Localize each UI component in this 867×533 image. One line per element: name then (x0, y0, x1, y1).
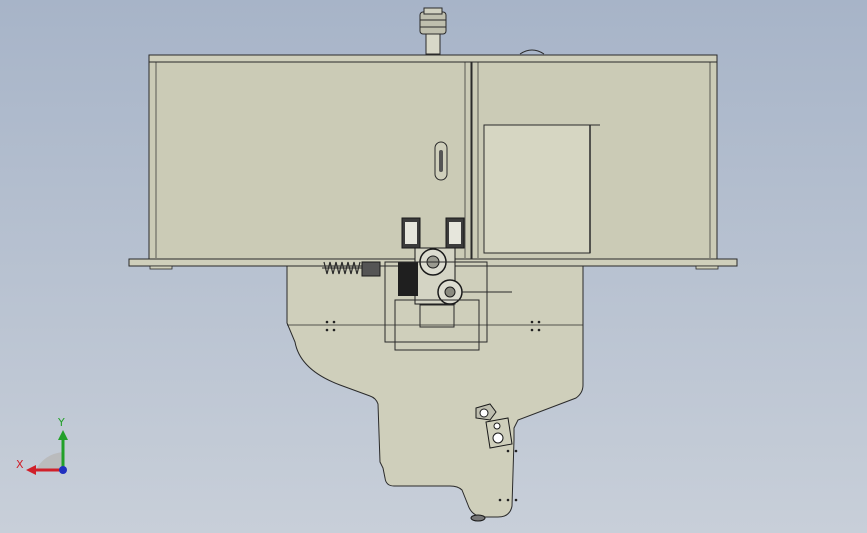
foot-left (149, 265, 173, 270)
triad-plane (36, 452, 63, 470)
mounting-bracket[interactable] (475, 403, 513, 449)
spring-assembly[interactable] (322, 261, 381, 277)
y-axis-label: Y (57, 416, 65, 429)
x-axis-label: X (16, 458, 24, 471)
y-axis-arrowhead (58, 430, 68, 440)
lower-housing[interactable] (286, 261, 584, 518)
z-axis-dot (59, 466, 67, 474)
x-axis-arrowhead (26, 465, 36, 475)
foot-right (695, 265, 719, 270)
top-gear-edge (519, 49, 545, 55)
vent-pipe[interactable] (419, 7, 447, 55)
bolt-markers (325, 320, 541, 502)
axis-triad: Y X (16, 416, 68, 475)
inspection-window[interactable] (483, 124, 591, 254)
cabinet-left-panel[interactable] (148, 61, 472, 261)
handle-slot-inner (439, 150, 443, 172)
drive-mechanism[interactable] (384, 217, 556, 351)
bottom-foot (470, 514, 486, 522)
